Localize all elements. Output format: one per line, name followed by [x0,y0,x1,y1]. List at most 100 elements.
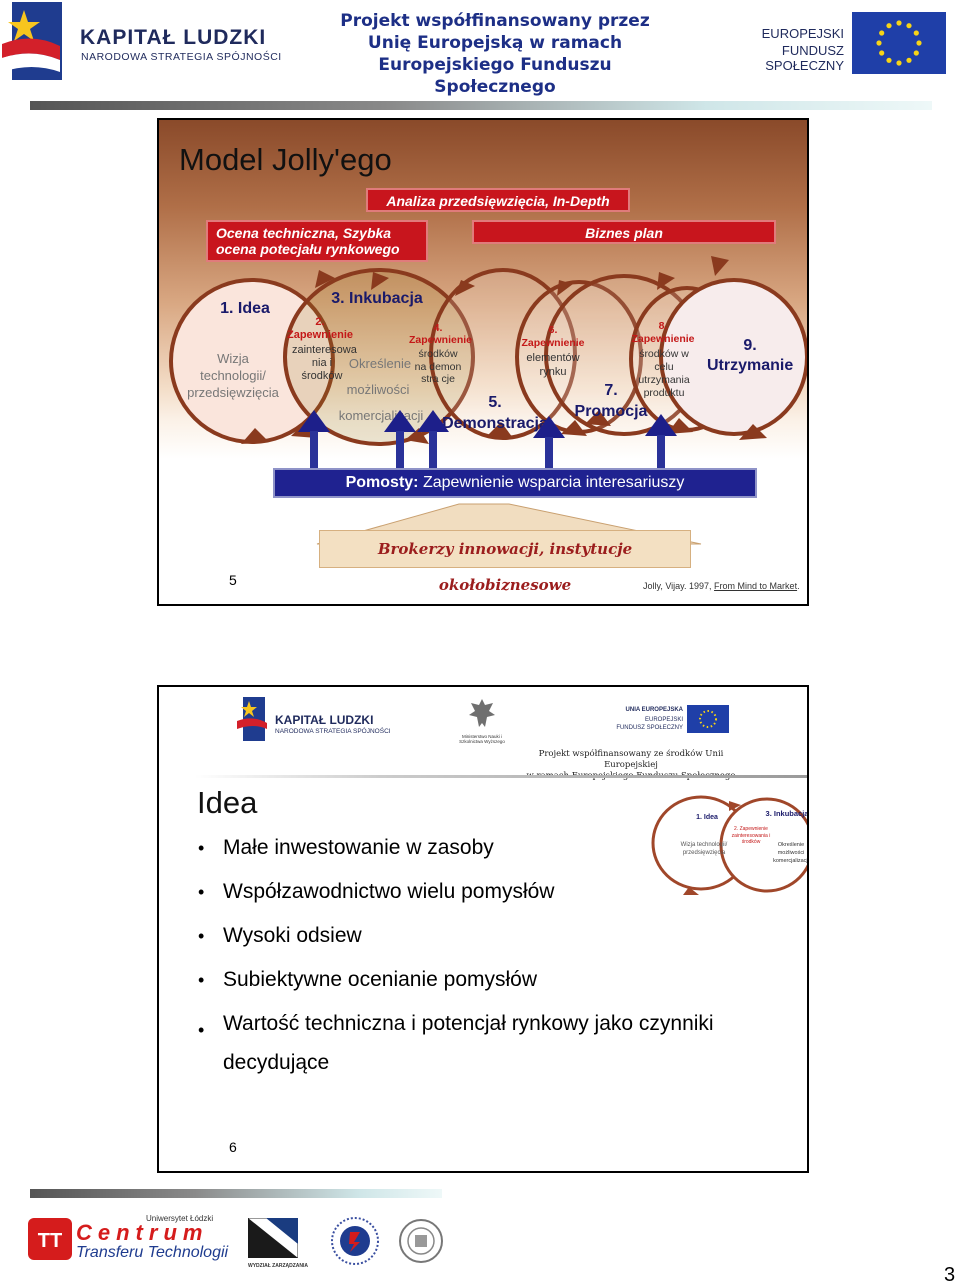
ctt-logo: TT Uniwersytet Łódzki Centrum Transferu … [28,1214,228,1264]
eu-logo-line1: EUROPEJSKI [761,26,844,41]
footer-divider [30,1189,442,1198]
stage-circle-9 [659,278,807,436]
stage5-title: 5. Demonstracja [442,394,548,432]
slide-title: Idea [197,785,258,820]
bullet-dot: • [198,838,205,858]
business-plan-banner: Biznes plan [472,220,776,244]
university-label: Uniwersytet Łódzki [146,1214,214,1223]
stage4-text: środków na demon stra cje [414,348,462,385]
slide-page-number: 6 [229,1139,237,1155]
support-arrows [159,120,807,480]
stage1-text: Wizja technologii/ przedsięwzięcia [187,351,279,400]
bullet-text: Wartość techniczna i potencjał rynkowy j… [223,1012,714,1074]
kapital-ludzki-emblem-icon [237,697,267,741]
up-arrow-icon [417,410,449,432]
slide-5: Model Jolly'ego Analiza przedsięwzięcia,… [157,118,809,606]
citation-prefix: Jolly, Vijay. 1997, [643,581,715,591]
transfer-label: Transferu Technologii [76,1244,229,1261]
slide-6: KAPITAŁ LUDZKI NARODOWA STRATEGIA SPÓJNO… [157,685,809,1173]
bullet-list: • Małe inwestowanie w zasoby • Współzawo… [198,835,783,1082]
citation-suffix: . [797,581,800,591]
bullet-text: Małe inwestowanie w zasoby [223,836,494,859]
mini-stage2-text: 2. Zapewnienie zainteresowania i środków [731,826,771,845]
stage9-title: 9. Utrzymanie [707,337,794,374]
ctt-emblem-icon: TT [28,1218,72,1260]
arrow-shaft [657,435,665,469]
bullet-text: Subiektywne ocenianie pomysłów [223,968,538,991]
bullet-text: Współzawodnictwo wielu pomysłów [223,880,555,903]
header-divider [30,101,932,110]
stage3-text-a: Określenie [348,356,412,371]
inner-eu-logo: UNIA EUROPEJSKA EUROPEJSKI FUNDUSZ SPOŁE… [616,705,729,739]
header-title-line: Europejskiego Funduszu Społecznego [378,55,612,97]
bullet-dot: • [198,926,205,946]
mini-stage3-title: 3. Inkubacja [765,809,809,818]
ministry-text: Ministerstwo Nauki i Szkolnictwa Wyższeg… [459,734,505,744]
inner-eu-line2: EUROPEJSKI [644,717,683,723]
citation-link[interactable]: From Mind to Market [714,581,798,591]
bullet-item: • Wartość techniczna i potencjał rynkowy… [198,1004,753,1082]
kapital-ludzki-emblem-icon [2,2,62,80]
header-title-line: Unię Europejską w ramach [367,33,623,53]
brokers-box: Brokerzy innowacji, instytucje okołobizn… [319,530,691,594]
page-number: 3 [944,1264,956,1286]
bullet-dot: • [198,1020,205,1040]
kapital-ludzki-subtitle: NARODOWA STRATEGIA SPÓJNOŚCI [81,51,282,63]
mini-stage1-text: Wizja technologii/ przedsięwzięcia [680,842,728,856]
inner-eu-line1: UNIA EUROPEJSKA [625,707,683,713]
brokers-text: Brokerzy innowacji, instytucje okołobizn… [377,540,633,594]
header-title-line: Projekt współfinansowany przez [340,11,650,31]
arrow-shaft [310,431,318,469]
inner-kapital-name: KAPITAŁ LUDZKI [275,713,374,727]
stage3-text-b: możliwości [346,382,410,397]
inner-eu-line3: FUNDUSZ SPOŁECZNY [616,725,683,731]
analysis-banner: Analiza przedsięwzięcia, In-Depth [366,188,630,212]
kapital-ludzki-name: KAPITAŁ LUDZKI [80,26,267,49]
up-arrow-icon [298,410,330,432]
header-project-title: Projekt współfinansowany przez Unię Euro… [320,10,670,98]
stage4-title: 4. Zapewnienie [409,322,473,346]
wz-emblem-icon [247,1217,299,1259]
up-arrow-icon [384,410,416,432]
bullet-item: • Współzawodnictwo wielu pomysłów [198,879,783,923]
bullet-item: • Wysoki odsiew [198,923,783,967]
bridges-bar: Pomosty: Zapewnienie wsparcia interesari… [273,468,757,498]
institution-seal-icon [399,1219,443,1263]
stage6-text: elementów rynku [526,352,580,378]
polish-eagle-icon [469,699,495,727]
up-arrow-icon [533,416,565,438]
inner-kapital-subtitle: NARODOWA STRATEGIA SPÓJNOŚCI [275,728,391,735]
stage1-title: 1. Idea [220,300,270,317]
bullet-item: • Subiektywne ocenianie pomysłów [198,967,783,1011]
ministry-logo: Ministerstwo Nauki i Szkolnictwa Wyższeg… [455,697,509,747]
eu-flag-icon [687,705,729,733]
inner-header-rule [195,775,807,778]
arrow-shaft [545,437,553,469]
bullet-dot: • [198,882,205,902]
kapital-ludzki-logo: KAPITAŁ LUDZKI NARODOWA STRATEGIA SPÓJNO… [2,2,292,82]
eu-social-fund-logo: EUROPEJSKI FUNDUSZ SPOŁECZNY [712,12,948,76]
stage2-title: 2. Zapewnienie [286,316,354,341]
inner-kapital-logo: KAPITAŁ LUDZKI NARODOWA STRATEGIA SPÓJNO… [237,697,417,747]
stage6-title: 6. Zapewnienie [521,324,585,349]
stage8-text: środków w celu utrzymania produktu [638,348,690,399]
citation: Jolly, Vijay. 1997, From Mind to Market. [643,581,800,591]
cycle-arrowheads-icon [241,256,767,444]
bullet-dot: • [198,970,205,990]
eu-flag-icon [852,12,946,74]
stage3-title: 3. Inkubacja [331,290,423,307]
wz-logo: WYDZIAŁ ZARZĄDZANIA [247,1217,308,1269]
eu-logo-line2: FUNDUSZ SPOŁECZNY [765,43,844,73]
slide-title: Model Jolly'ego [179,142,392,177]
stage8-title: 8. Zapewnienie [631,320,695,345]
bullet-item: • Małe inwestowanie w zasoby [198,835,783,879]
arrow-shaft [429,431,437,469]
bullet-text: Wysoki odsiew [223,924,362,947]
university-seal-icon [331,1217,379,1265]
wz-label: WYDZIAŁ ZARZĄDZANIA [248,1263,308,1269]
mini-stage1-title: 1. Idea [696,814,718,821]
stage2-text: zainteresowa nia i środków [292,344,357,382]
mini-stage3-text: Określenie możliwości komercjalizacji [773,842,809,864]
inner-project-line: Projekt współfinansowany ze środków Unii… [538,749,724,770]
slide-page-number: 5 [229,572,237,588]
